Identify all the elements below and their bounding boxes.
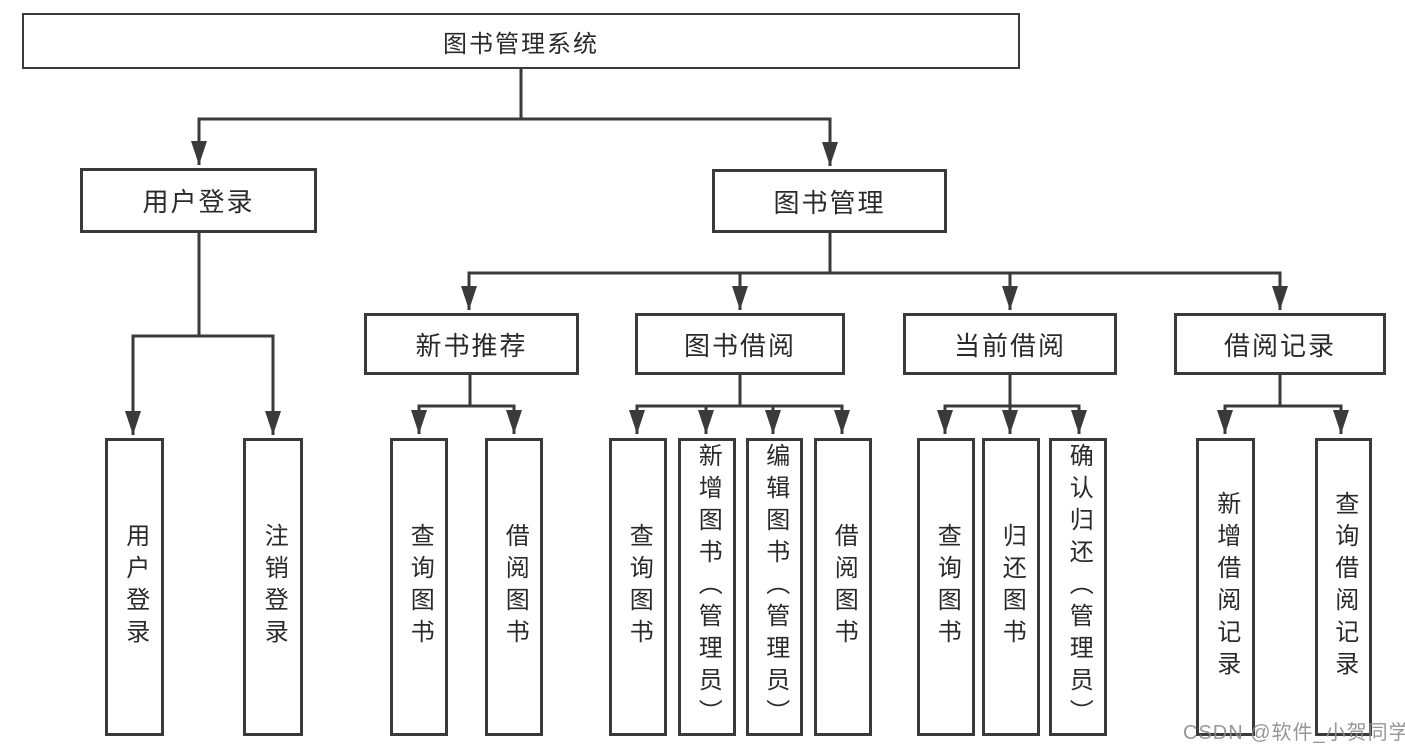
- leaf-newbook-borrow-book: 借阅图书: [485, 438, 543, 736]
- watermark: CSDN @软件_小贺同学: [1183, 722, 1405, 744]
- connector-user-login-to-leaves: [125, 232, 281, 435]
- leaf-logout-login: 注销登录: [243, 438, 303, 736]
- leaf-newbook-query-book: 查询图书: [390, 438, 448, 736]
- connector-book-borrow-to-leaves: [629, 374, 850, 434]
- node-book-borrow: 图书借阅: [635, 313, 845, 375]
- connector-borrow-record-to-leaves: [1217, 374, 1349, 434]
- node-borrow-record: 借阅记录: [1174, 313, 1386, 375]
- leaf-borrow-borrow-book: 借阅图书: [814, 438, 872, 736]
- connector-new-book-rec-to-leaves: [411, 374, 522, 434]
- leaf-borrow-query-book: 查询图书: [609, 438, 667, 736]
- leaf-record-query-borrow-record: 查询借阅记录: [1315, 438, 1372, 736]
- node-new-book-recommend: 新书推荐: [364, 313, 579, 375]
- leaf-current-return-book: 归还图书: [982, 438, 1040, 736]
- leaf-borrow-edit-book-admin: 编辑图书（管理员）: [746, 438, 803, 736]
- leaf-current-confirm-return-admin: 确认归还（管理员）: [1049, 438, 1107, 736]
- node-root: 图书管理系统: [22, 13, 1020, 69]
- node-current-borrow: 当前借阅: [903, 313, 1117, 375]
- leaf-current-query-book: 查询图书: [917, 438, 975, 736]
- leaf-borrow-add-book-admin: 新增图书（管理员）: [678, 438, 736, 736]
- connector-book-mgmt-to-level3: [461, 232, 1288, 310]
- node-book-management: 图书管理: [712, 169, 947, 233]
- connector-current-borrow-to-leaves: [937, 374, 1087, 434]
- leaf-user-login: 用户登录: [105, 438, 164, 736]
- node-user-login: 用户登录: [80, 168, 317, 233]
- leaf-record-add-borrow-record: 新增借阅记录: [1196, 438, 1255, 736]
- connector-root-to-level2: [191, 68, 838, 166]
